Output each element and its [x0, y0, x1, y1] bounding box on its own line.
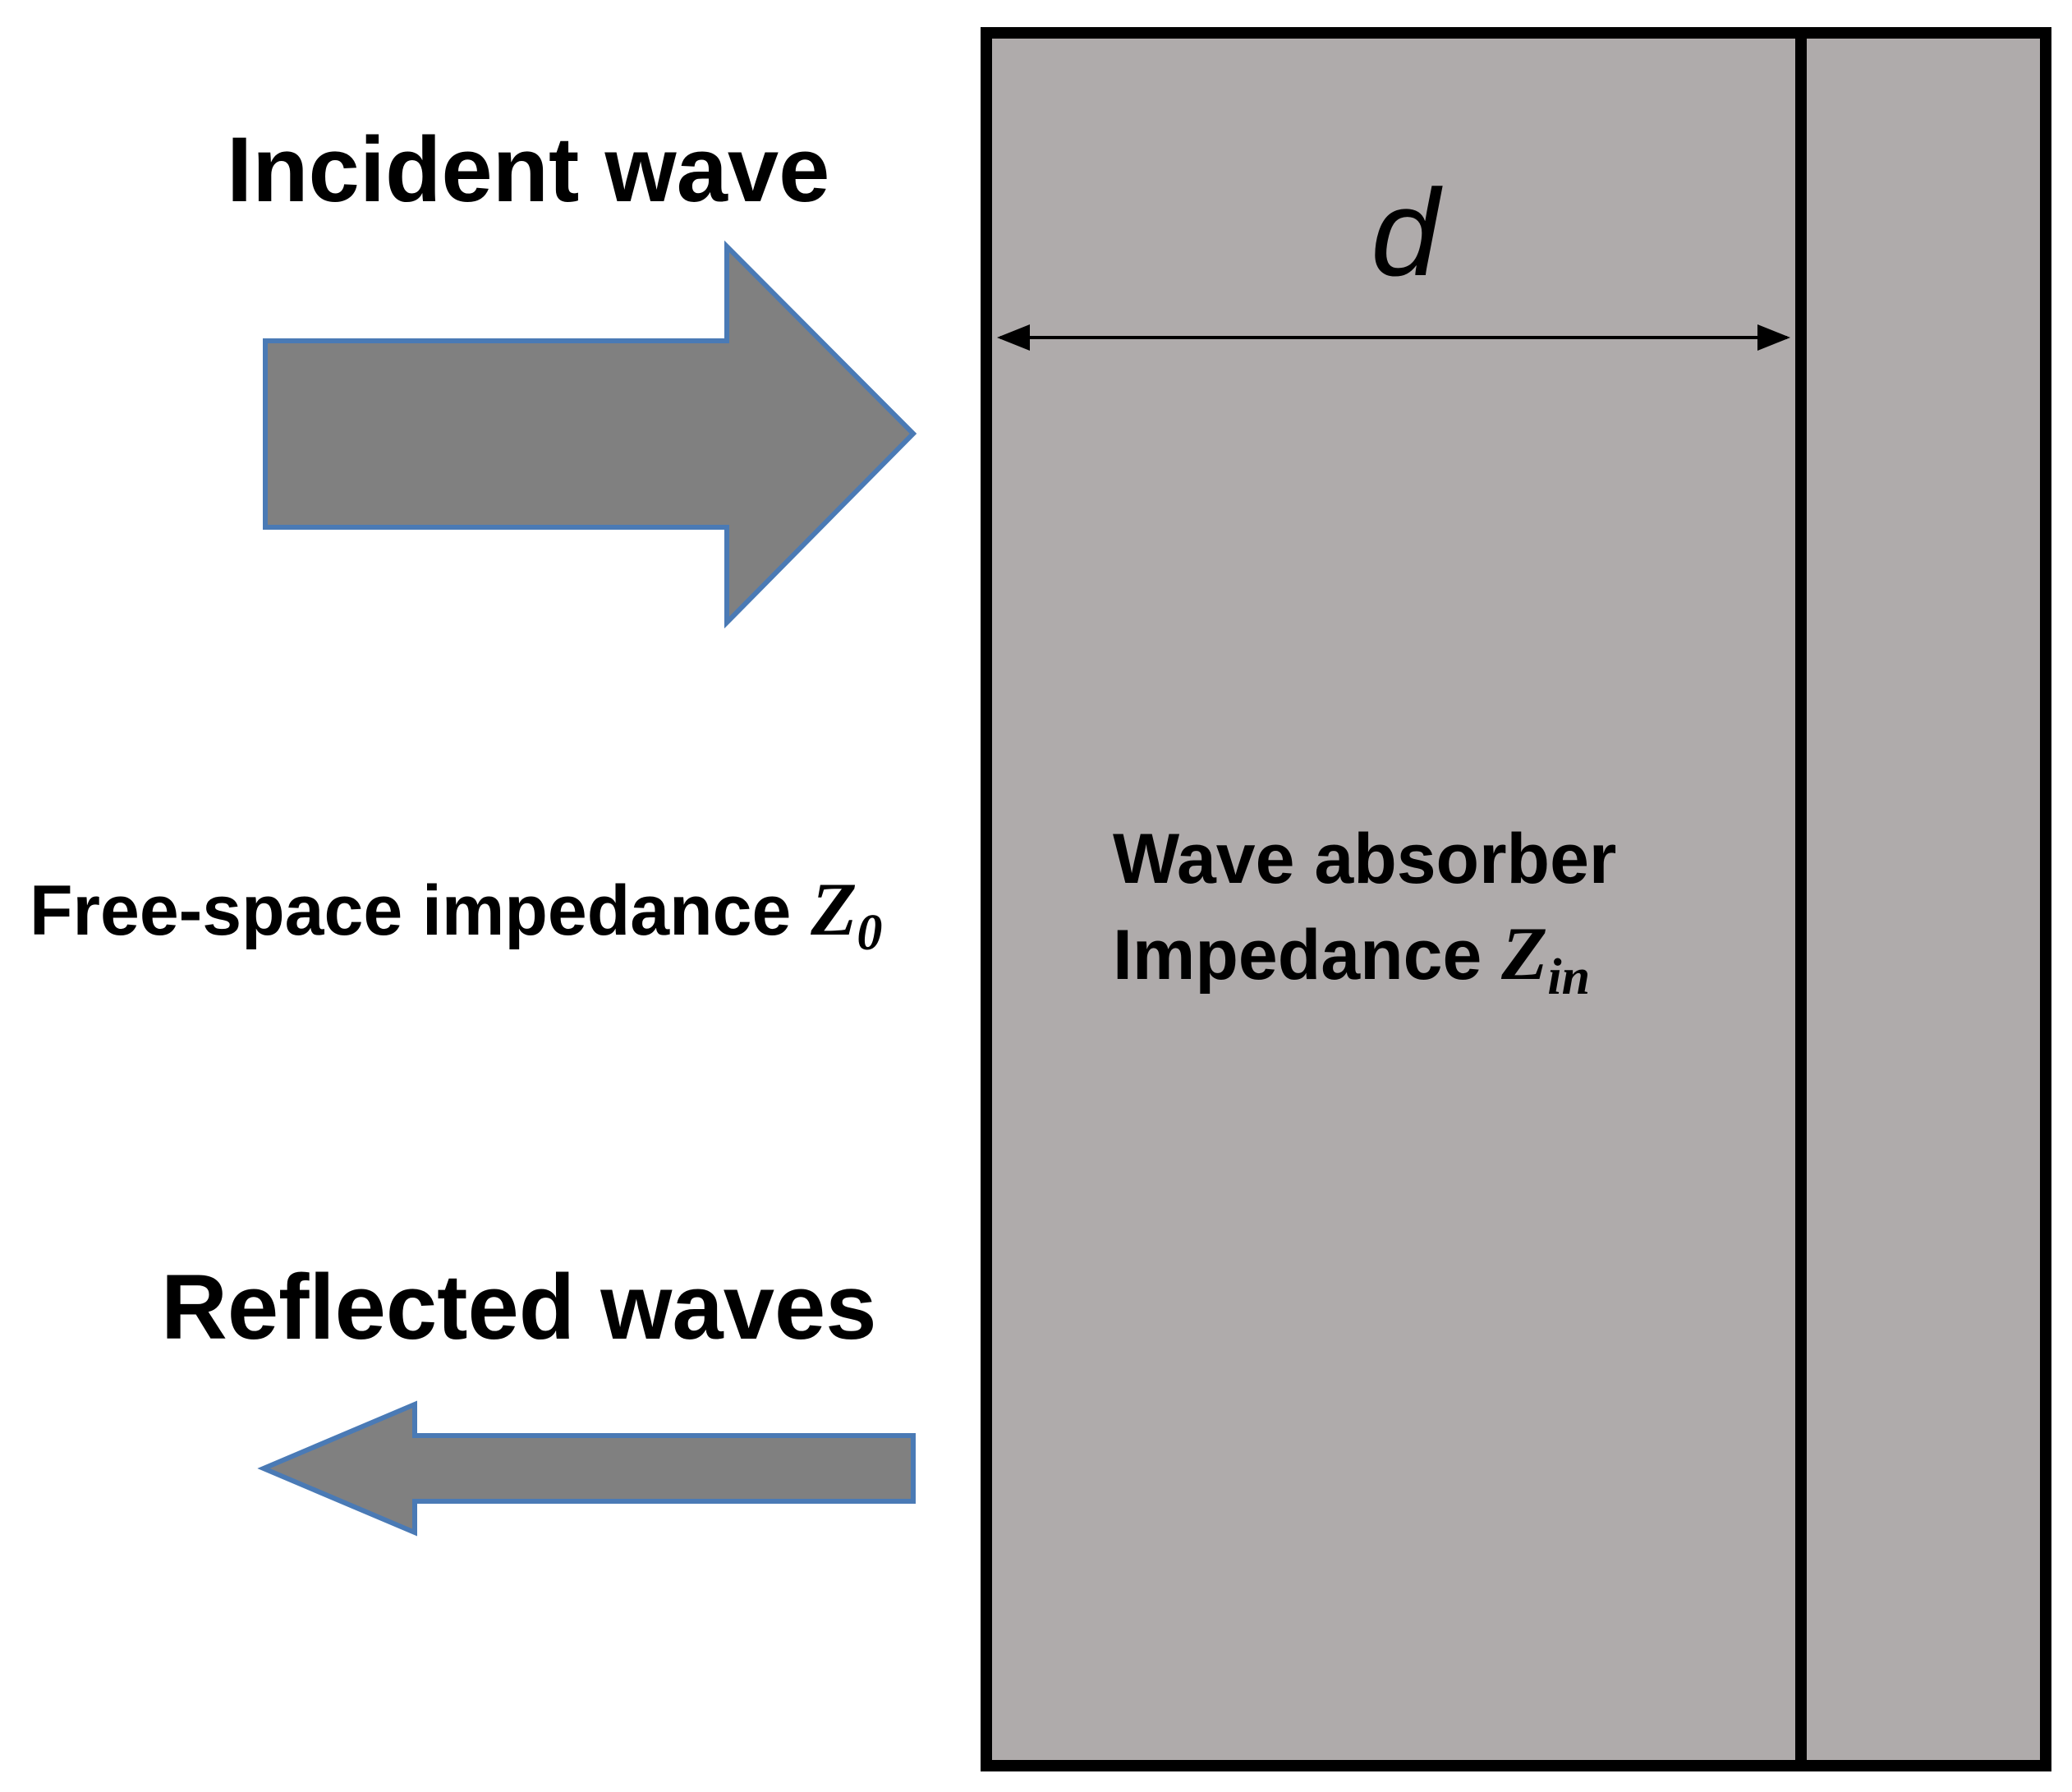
- reflected-waves-label: Reflected waves: [161, 1256, 877, 1358]
- free-space-impedance-symbol: Z: [810, 867, 857, 951]
- absorber-slab: [981, 27, 2051, 1771]
- free-space-impedance-text: Free-space impedance: [30, 871, 811, 950]
- free-space-impedance-subscript: 0: [857, 905, 882, 961]
- incident-wave-label: Incident wave: [227, 118, 829, 221]
- incident-arrow-icon: [263, 240, 917, 629]
- absorber-impedance-subscript: in: [1547, 949, 1590, 1005]
- absorber-impedance-text: Impedance: [1113, 916, 1501, 995]
- thickness-label: d: [1371, 163, 1443, 301]
- absorber-impedance-label: Impedance Zin: [1113, 912, 1590, 1005]
- free-space-impedance-label: Free-space impedance Z0: [30, 867, 882, 961]
- absorber-impedance-symbol: Z: [1500, 912, 1547, 995]
- reflected-arrow-icon: [257, 1400, 916, 1537]
- absorber-label-line1: Wave absorber: [1113, 820, 1616, 898]
